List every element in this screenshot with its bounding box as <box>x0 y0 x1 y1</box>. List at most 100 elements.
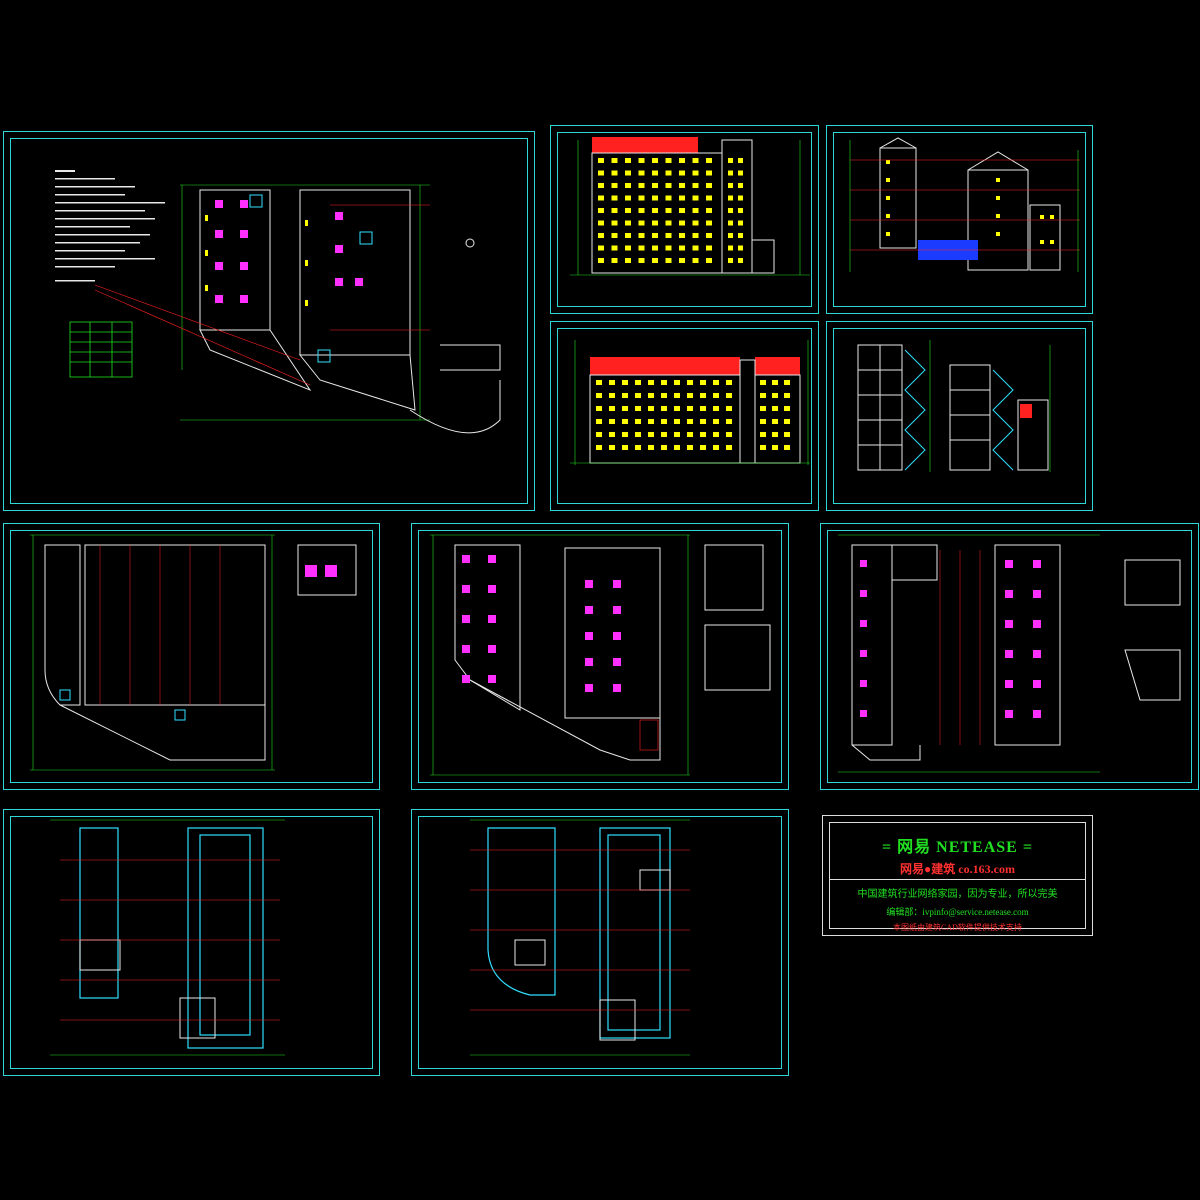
window-mark <box>665 208 672 213</box>
window-mark <box>598 220 604 226</box>
window-mark <box>700 406 706 411</box>
front-elevation-drawing <box>570 137 810 276</box>
window-mark <box>661 445 667 450</box>
window-mark <box>726 419 732 424</box>
window-mark <box>638 245 645 251</box>
window-mark <box>692 183 699 188</box>
window-mark <box>772 406 778 411</box>
window-mark <box>635 406 641 411</box>
window-mark <box>860 620 867 627</box>
window-mark <box>706 220 712 226</box>
window-mark <box>738 245 743 251</box>
window-mark <box>713 432 719 437</box>
window-mark <box>622 445 628 450</box>
window-mark <box>596 432 602 437</box>
window-mark <box>700 445 706 450</box>
window-mark <box>706 183 712 188</box>
window-mark <box>613 658 621 666</box>
window-mark <box>611 233 618 238</box>
window-mark <box>648 419 654 424</box>
window-mark <box>652 158 658 163</box>
window-mark <box>760 419 766 424</box>
window-mark <box>613 606 621 614</box>
window-mark <box>652 233 658 238</box>
window-mark <box>700 432 706 437</box>
window-mark <box>784 380 790 385</box>
title-block-slogan: 中国建筑行业网络家园，因为专业，所以完美 <box>857 889 1058 900</box>
window-mark <box>585 580 593 588</box>
window-mark <box>760 432 766 437</box>
window-mark <box>1033 560 1041 568</box>
sheet-ground-floor-plan <box>3 523 380 790</box>
window-mark <box>622 380 628 385</box>
window-mark <box>596 445 602 450</box>
window-mark <box>622 406 628 411</box>
window-mark <box>674 419 680 424</box>
window-mark <box>760 393 766 398</box>
window-mark <box>625 233 631 238</box>
window-mark <box>679 195 685 201</box>
window-mark <box>652 220 658 226</box>
window-mark <box>665 195 672 201</box>
window-mark <box>784 445 790 450</box>
window-mark <box>692 233 699 238</box>
window-mark <box>611 258 618 263</box>
window-mark <box>1005 560 1013 568</box>
typical-floor-plan-drawing <box>430 534 771 776</box>
window-mark <box>674 380 680 385</box>
window-mark <box>1033 650 1041 658</box>
title-block-site: 网易●建筑 co.163.com <box>900 862 1015 876</box>
window-mark <box>679 170 685 176</box>
window-mark <box>679 208 685 213</box>
window-mark <box>679 220 685 226</box>
window-mark <box>772 419 778 424</box>
sheet-upper-floor-plan <box>820 523 1199 790</box>
side-elevation-drawing <box>849 137 1080 272</box>
window-mark <box>706 233 712 238</box>
window-mark <box>772 380 778 385</box>
window-mark <box>488 645 496 653</box>
roof-plan-b-drawing <box>470 819 690 1056</box>
window-mark <box>665 258 672 263</box>
window-mark <box>488 585 496 593</box>
window-mark <box>728 220 733 226</box>
window-mark <box>700 380 706 385</box>
window-mark <box>625 158 631 163</box>
window-mark <box>726 393 732 398</box>
window-mark <box>625 195 631 201</box>
window-mark <box>611 208 618 213</box>
window-mark <box>700 419 706 424</box>
window-mark <box>652 170 658 176</box>
window-mark <box>784 406 790 411</box>
window-mark <box>713 380 719 385</box>
window-mark <box>784 393 790 398</box>
window-mark <box>648 432 654 437</box>
window-mark <box>706 208 712 213</box>
sheet-roof-plan-b <box>411 809 789 1076</box>
window-mark <box>1033 620 1041 628</box>
window-mark <box>728 195 733 201</box>
window-mark <box>638 258 645 263</box>
window-mark <box>713 406 719 411</box>
window-mark <box>488 555 496 563</box>
window-mark <box>652 208 658 213</box>
window-mark <box>462 645 470 653</box>
window-mark <box>726 406 732 411</box>
window-mark <box>622 393 628 398</box>
window-mark <box>652 258 658 263</box>
window-mark <box>706 170 712 176</box>
window-mark <box>648 406 654 411</box>
window-mark <box>1033 680 1041 688</box>
window-mark <box>687 445 693 450</box>
window-mark <box>613 684 621 692</box>
window-mark <box>622 419 628 424</box>
window-mark <box>638 183 645 188</box>
window-mark <box>687 393 693 398</box>
window-mark <box>598 183 604 188</box>
window-mark <box>611 195 618 201</box>
window-mark <box>613 580 621 588</box>
window-mark <box>462 585 470 593</box>
window-mark <box>635 445 641 450</box>
window-mark <box>625 170 631 176</box>
window-mark <box>692 158 699 163</box>
